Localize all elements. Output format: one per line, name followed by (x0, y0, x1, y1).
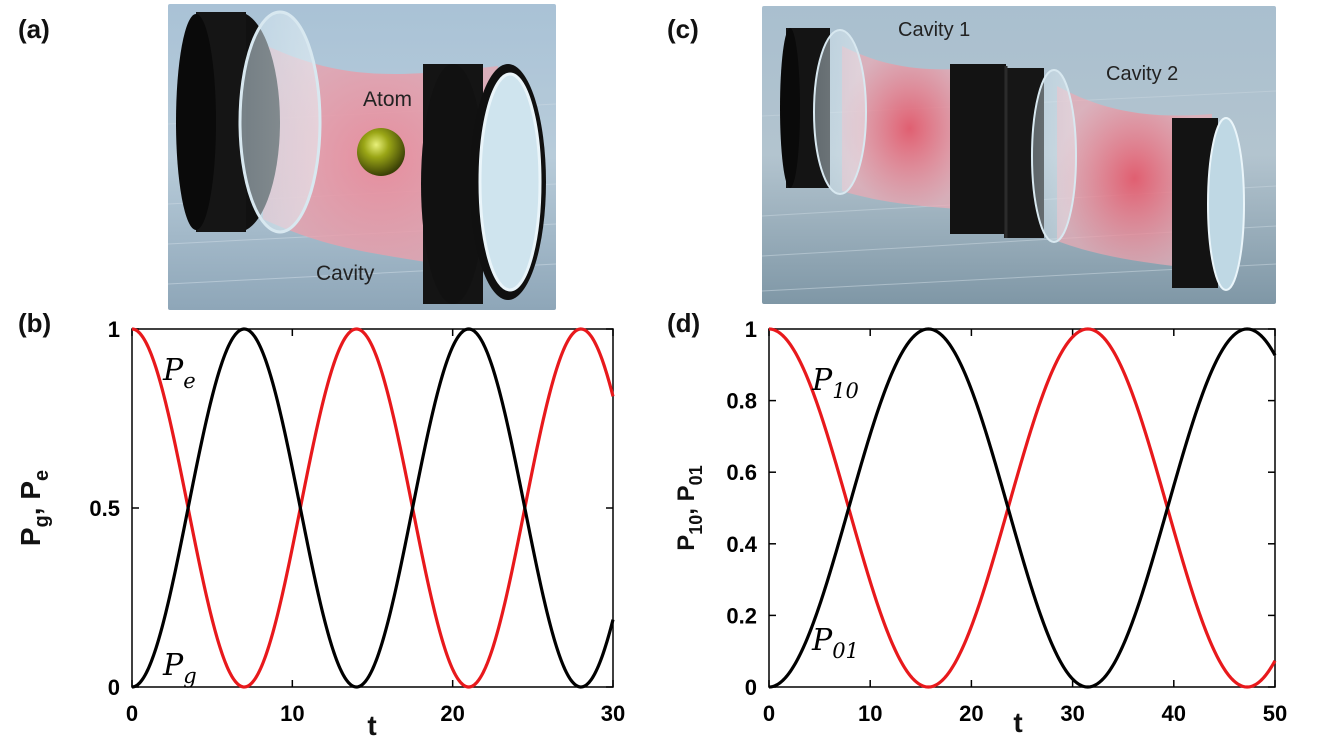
chart-b: 0 10 20 30 0 0.5 1 t Pg, Pe Pe Pg (15, 317, 625, 741)
x-tick-label: 20 (440, 701, 464, 726)
chart-d-curves (768, 327, 1277, 689)
y-tick-label: 0.6 (726, 460, 757, 485)
chart-b-label-pe: Pe (162, 353, 196, 393)
y-tick-label: 1 (108, 317, 120, 342)
x-tick-label: 30 (1060, 701, 1084, 726)
chart-d-ylabel: P10, P01 (673, 465, 706, 550)
x-tick-label: 20 (959, 701, 983, 726)
y-tick-label: 0.5 (89, 496, 120, 521)
panel-label-a: (a) (18, 14, 50, 44)
right-mirror (421, 64, 546, 304)
x-tick-label: 0 (126, 701, 138, 726)
y-tick-label: 0.2 (726, 603, 757, 628)
chart-d-tick-labels: 0 10 20 30 40 50 0 0.2 0.4 0.6 0.8 1 (726, 317, 1287, 726)
single-cavity-svg: Atom Cavity (168, 4, 556, 310)
chart-b-tick-labels: 0 10 20 30 0 0.5 1 (89, 317, 625, 726)
x-tick-label: 10 (280, 701, 304, 726)
chart-d-xlabel: t (1013, 707, 1022, 738)
cavity1-left-mirror (780, 28, 867, 195)
x-tick-label: 30 (601, 701, 625, 726)
chart-d-label-p01: P01 (811, 623, 859, 663)
series-line-pg (131, 327, 615, 689)
coupling-mirrors (950, 64, 1077, 243)
y-tick-label: 0.8 (726, 389, 757, 414)
svg-text:Pg, Pe: Pg, Pe (15, 470, 53, 546)
chart-d: 0 10 20 30 40 50 0 0.2 0.4 0.6 0.8 1 t P10, P01 P10… (673, 317, 1287, 738)
chart-b-ticks (131, 328, 614, 688)
cavity1-beam (842, 46, 977, 211)
panel-label-b: (b) (18, 308, 52, 338)
x-tick-label: 50 (1263, 701, 1287, 726)
cavity1-label: Cavity 1 (898, 19, 970, 41)
x-tick-label: 0 (763, 701, 775, 726)
single-cavity-illustration: Atom Cavity (168, 4, 556, 310)
chart-b-axes-box (131, 328, 614, 688)
atom-sphere (357, 128, 405, 176)
series-line-p01 (768, 327, 1277, 689)
cavity-label: Cavity (316, 262, 375, 285)
panel-label-d: (d) (667, 308, 701, 338)
chart-b-ylabel: Pg, Pe (15, 470, 53, 546)
y-tick-label: 0.4 (726, 532, 757, 557)
atom-label: Atom (363, 88, 412, 111)
panel-label-c: (c) (667, 14, 699, 44)
chart-d-label-p10: P10 (811, 363, 859, 403)
y-tick-label: 0 (108, 675, 120, 700)
cavity2-right-mirror (1172, 117, 1245, 291)
x-tick-label: 40 (1162, 701, 1186, 726)
x-tick-label: 10 (858, 701, 882, 726)
series-line-pe (131, 327, 615, 689)
chart-b-curves (131, 327, 615, 689)
y-tick-label: 1 (745, 317, 757, 342)
chart-b-xlabel: t (367, 710, 376, 741)
left-mirror (176, 10, 322, 234)
coupled-cavities-illustration: Cavity 1 Cavity 2 (762, 6, 1276, 304)
coupled-cavities-svg: Cavity 1 Cavity 2 (762, 6, 1276, 304)
cavity2-label: Cavity 2 (1106, 63, 1178, 85)
chart-d-axes-box (768, 328, 1276, 688)
series-line-p10 (768, 327, 1277, 689)
y-tick-label: 0 (745, 675, 757, 700)
chart-b-label-pg: Pg (162, 648, 197, 688)
svg-text:P10, P01: P10, P01 (673, 465, 706, 550)
